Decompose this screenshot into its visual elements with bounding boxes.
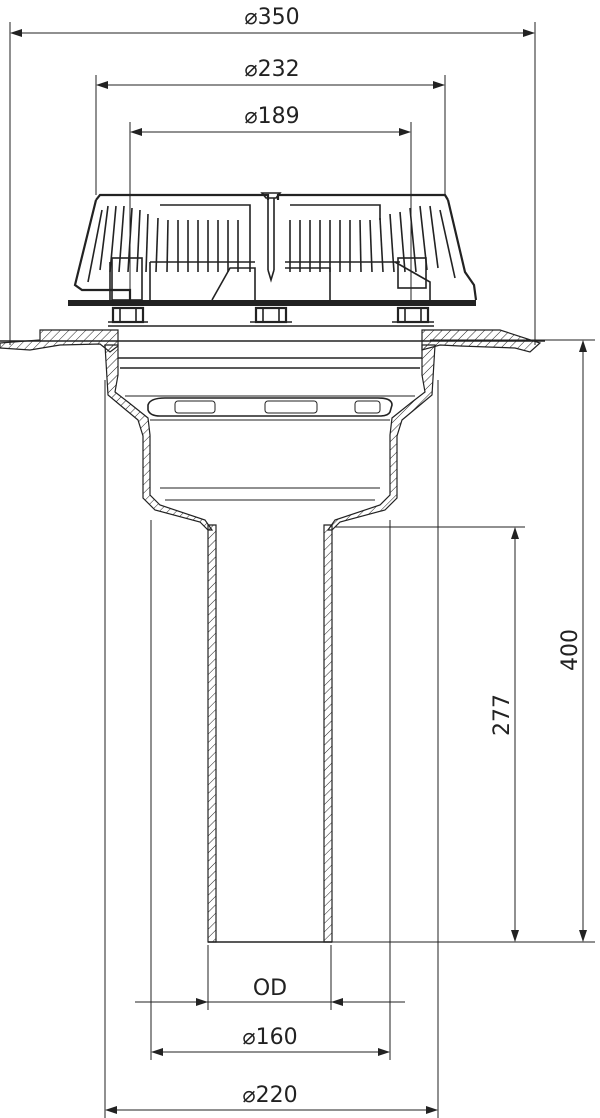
label-od: OD [253, 976, 287, 1001]
label-height-277: 277 [490, 694, 515, 736]
grate-slats-left [99, 204, 255, 273]
center-bolt [260, 192, 282, 283]
label-height-400: 400 [558, 629, 583, 671]
pipe-wall-left [207, 524, 217, 943]
label-dia-350: ⌀350 [244, 5, 299, 30]
label-dia-160: ⌀160 [242, 1025, 297, 1050]
label-dia-232: ⌀232 [244, 57, 299, 82]
leaf-guard-grate [68, 192, 478, 306]
nut-center [254, 306, 288, 324]
label-dia-189: ⌀189 [244, 104, 299, 129]
fixing-nuts [108, 306, 434, 327]
grate-base-plate [68, 300, 476, 306]
bowl-wall-left [104, 344, 214, 531]
pipe-wall-right [323, 524, 333, 943]
nut-left [111, 306, 145, 324]
bowl-wall-right [326, 344, 436, 531]
grate-slats-right [285, 204, 439, 273]
dimension-labels: ⌀350 ⌀232 ⌀189 OD ⌀160 ⌀220 400 277 [242, 5, 583, 1108]
nut-right [396, 306, 430, 324]
dimension-lines [9, 22, 595, 1118]
label-dia-220: ⌀220 [242, 1083, 297, 1108]
clamping-ring [147, 397, 393, 417]
drain-body [0, 329, 545, 943]
